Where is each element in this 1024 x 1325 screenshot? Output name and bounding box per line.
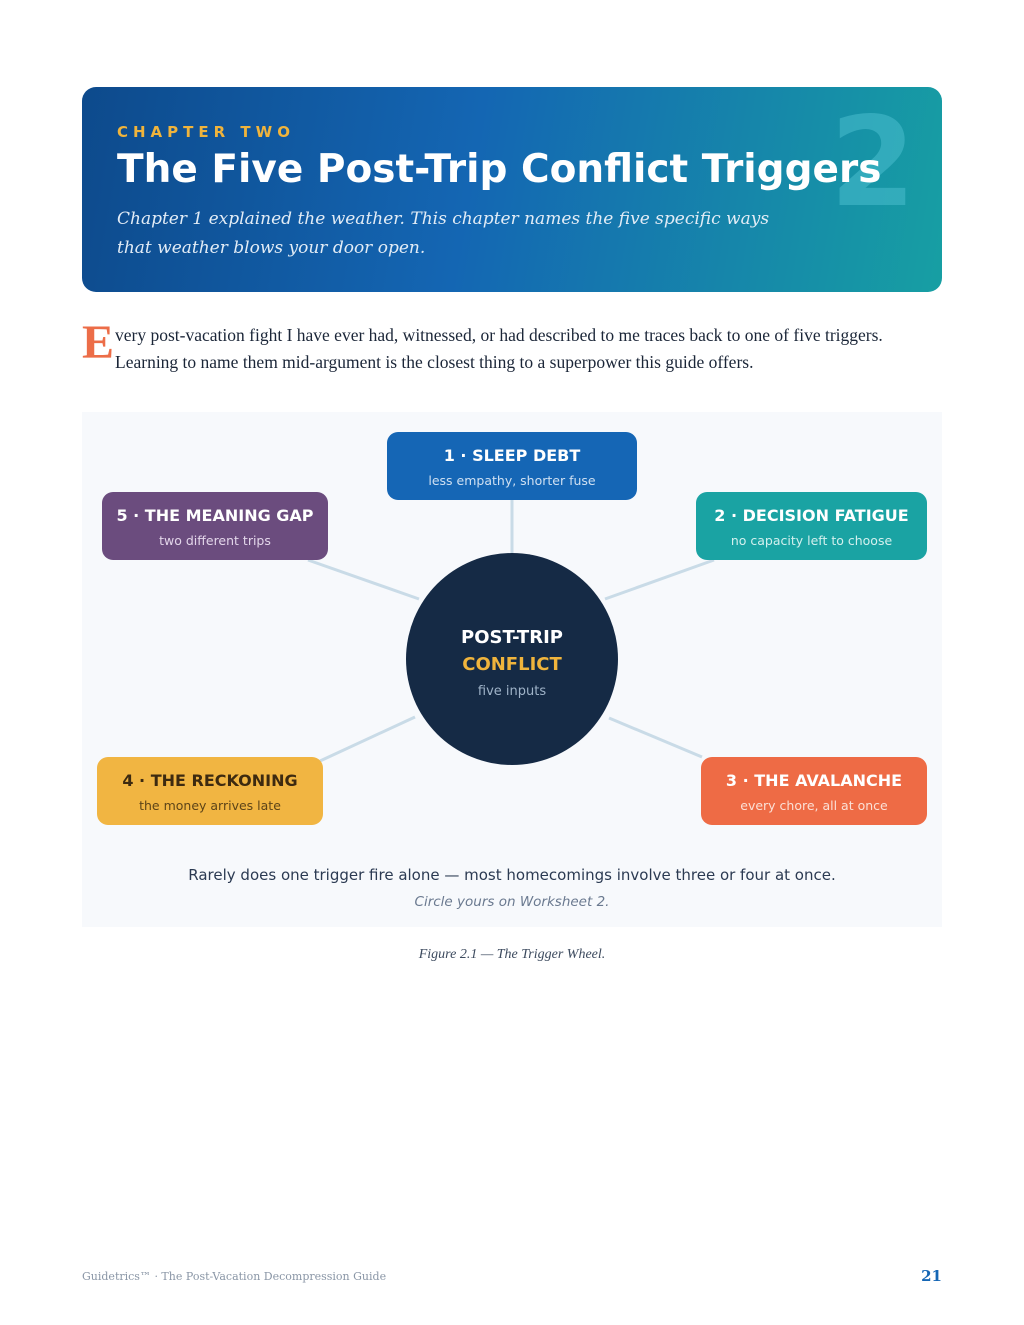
trigger-the-meaning-gap: 5 · THE MEANING GAP two different trips: [102, 492, 328, 560]
spoke-5: [307, 558, 420, 601]
trigger-subtitle: two different trips: [159, 533, 271, 548]
trigger-subtitle: every chore, all at once: [740, 798, 888, 813]
figure-note: Rarely does one trigger fire alone — mos…: [188, 866, 836, 884]
trigger-title: 4 · THE RECKONING: [122, 771, 298, 790]
trigger-the-reckoning: 4 · THE RECKONING the money arrives late: [97, 757, 323, 825]
spoke-4: [319, 715, 416, 763]
footer-running-title: Guidetrics™ · The Post-Vacation Decompre…: [82, 1270, 387, 1283]
trigger-title: 2 · DECISION FATIGUE: [714, 506, 909, 525]
figure-caption: Figure 2.1 — The Trigger Wheel.: [418, 947, 606, 962]
chapter-subtitle: Chapter 1 explained the weather. This ch…: [117, 209, 770, 258]
trigger-the-avalanche: 3 · THE AVALANCHE every chore, all at on…: [701, 757, 927, 825]
hub-line-1: POST-TRIP: [461, 627, 563, 648]
trigger-title: 3 · THE AVALANCHE: [725, 771, 903, 790]
chapter-banner: 2 CHAPTER TWO The Five Post-Trip Conflic…: [82, 87, 942, 292]
intro-text: very post-vacation fight I have ever had…: [115, 325, 883, 372]
page-number: 21: [921, 1267, 942, 1285]
spoke-lines: [307, 500, 715, 763]
chapter-number: 2: [829, 91, 916, 235]
trigger-title: 1 · SLEEP DEBT: [443, 446, 581, 465]
hub-circle: POST-TRIP CONFLICT five inputs: [406, 553, 618, 765]
trigger-sleep-debt: 1 · SLEEP DEBT less empathy, shorter fus…: [387, 432, 637, 500]
hub-line-2: CONFLICT: [462, 654, 562, 675]
figure-note-italic: Circle yours on Worksheet 2.: [414, 894, 610, 910]
chapter-eyebrow: CHAPTER TWO: [117, 123, 295, 141]
trigger-wheel-figure: POST-TRIP CONFLICT five inputs 1 · SLEEP…: [82, 412, 942, 927]
trigger-subtitle: the money arrives late: [139, 798, 281, 813]
chapter-title: The Five Post-Trip Conflict Triggers: [117, 147, 882, 192]
trigger-title: 5 · THE MEANING GAP: [116, 506, 314, 525]
hub-line-3: five inputs: [477, 684, 547, 699]
trigger-subtitle: no capacity left to choose: [730, 533, 893, 548]
spoke-3: [608, 716, 703, 759]
trigger-decision-fatigue: 2 · DECISION FATIGUE no capacity left to…: [696, 492, 927, 560]
trigger-subtitle: less empathy, shorter fuse: [428, 473, 596, 488]
drop-cap: E: [82, 316, 115, 369]
spoke-2: [604, 558, 715, 601]
